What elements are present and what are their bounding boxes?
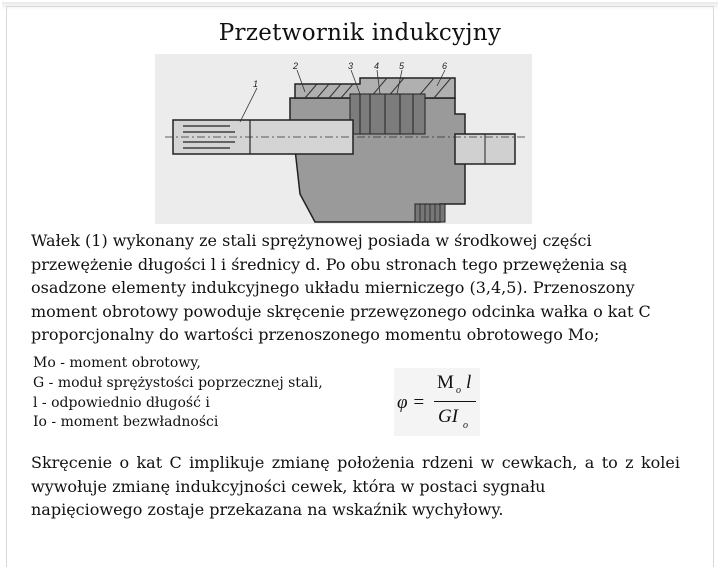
figure-label-5: 5: [399, 61, 405, 71]
legend-item-l: l - odpowiednio długość i: [33, 394, 210, 411]
result-paragraph: Skręcenie o kat C implikuje zmianę położ…: [31, 451, 680, 522]
figure-label-2: 2: [292, 61, 298, 71]
legend-item-g: G - moduł sprężystości poprzecznej stali…: [33, 374, 323, 391]
twist-angle-formula: φ = M o l GI o: [394, 368, 480, 436]
formula-denominator: GI: [438, 406, 459, 427]
formula-lhs: φ =: [397, 392, 426, 413]
description-paragraph: Wałek (1) wykonany ze stali sprężynowej …: [31, 231, 651, 345]
figure-label-4: 4: [374, 61, 379, 71]
transducer-drawing: 1 2 3 4 5 6: [155, 54, 532, 224]
figure-label-3: 3: [348, 61, 353, 71]
formula-denominator-sub: o: [463, 420, 468, 431]
figure-label-1: 1: [253, 79, 258, 89]
figure-label-6: 6: [442, 61, 447, 71]
formula-numerator-sub: o: [456, 385, 461, 396]
symbol-legend: Mo - moment obrotowy, G - moduł sprężyst…: [33, 354, 363, 433]
slide-frame: [6, 6, 714, 567]
formula-numerator-m: M: [437, 372, 454, 393]
result-line-2: wywołuje zmianę indukcyjności cewek, któ…: [31, 476, 546, 496]
legend-item-io: Io - moment bezwładności: [33, 414, 219, 431]
result-line-1: Skręcenie o kat C implikuje zmianę położ…: [31, 453, 680, 472]
formula-numerator-l: l: [466, 372, 472, 393]
fraction-bar: [434, 401, 476, 402]
result-line-3: napięciowego zostaje przekazana na wskaź…: [31, 500, 504, 520]
legend-item-mo: Mo - moment obrotowy,: [33, 355, 201, 371]
slide-title: Przetwornik indukcyjny: [218, 20, 502, 46]
